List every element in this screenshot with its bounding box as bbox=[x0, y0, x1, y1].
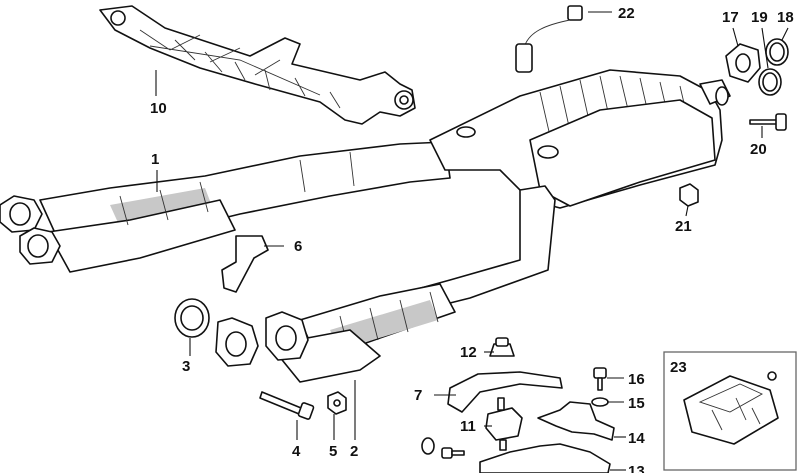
small-bracket bbox=[221, 235, 269, 293]
hex-bolt bbox=[259, 391, 315, 420]
callout-21: 21 bbox=[675, 218, 692, 235]
callout-22: 22 bbox=[618, 5, 635, 22]
callout-5: 5 bbox=[329, 443, 337, 460]
inset-heat-shield-box bbox=[663, 351, 797, 471]
callout-1: 1 bbox=[151, 151, 159, 168]
callout-23: 23 bbox=[670, 359, 687, 376]
pipe-clamp-14 bbox=[537, 401, 615, 441]
callout-15: 15 bbox=[628, 395, 645, 412]
callout-4: 4 bbox=[292, 443, 301, 460]
callout-13: 13 bbox=[628, 463, 645, 473]
nut-21 bbox=[679, 183, 699, 207]
bolt-lower bbox=[441, 447, 465, 459]
oxygen-sensor bbox=[515, 5, 583, 73]
callout-18: 18 bbox=[777, 9, 794, 26]
bolt-16 bbox=[593, 367, 607, 391]
leader-lines bbox=[155, 11, 789, 471]
rubber-mount-12 bbox=[489, 337, 515, 357]
callout-14: 14 bbox=[628, 430, 645, 447]
rubber-mount-11 bbox=[485, 397, 523, 451]
callout-17: 17 bbox=[722, 9, 739, 26]
callout-19: 19 bbox=[751, 9, 768, 26]
hanger-bracket bbox=[447, 371, 563, 413]
washer-lower bbox=[421, 437, 435, 455]
washer-15 bbox=[591, 397, 609, 407]
front-pipe-assembly bbox=[0, 141, 451, 273]
front-pipe-with-converters bbox=[215, 185, 556, 383]
callout-20: 20 bbox=[750, 141, 767, 158]
outlet-gasket bbox=[725, 43, 761, 83]
callout-7: 7 bbox=[414, 387, 422, 404]
hex-nut bbox=[327, 391, 347, 415]
center-muffler bbox=[429, 69, 731, 209]
callout-labels: 1 10 22 6 3 4 5 2 7 12 11 16 15 14 13 17… bbox=[150, 5, 794, 473]
callout-3: 3 bbox=[182, 358, 190, 375]
sealing-ring-18 bbox=[765, 38, 789, 66]
callout-11: 11 bbox=[460, 418, 476, 435]
callout-10: 10 bbox=[150, 100, 167, 117]
crossmember-bracket bbox=[99, 5, 416, 125]
pipe-clamp-13 bbox=[479, 443, 611, 473]
bolt-20 bbox=[749, 113, 787, 131]
callout-12: 12 bbox=[460, 344, 477, 361]
sealing-ring-19 bbox=[758, 68, 782, 96]
callout-6: 6 bbox=[294, 238, 302, 255]
callout-16: 16 bbox=[628, 371, 645, 388]
gasket-ring bbox=[174, 298, 210, 338]
callout-2: 2 bbox=[350, 443, 358, 460]
